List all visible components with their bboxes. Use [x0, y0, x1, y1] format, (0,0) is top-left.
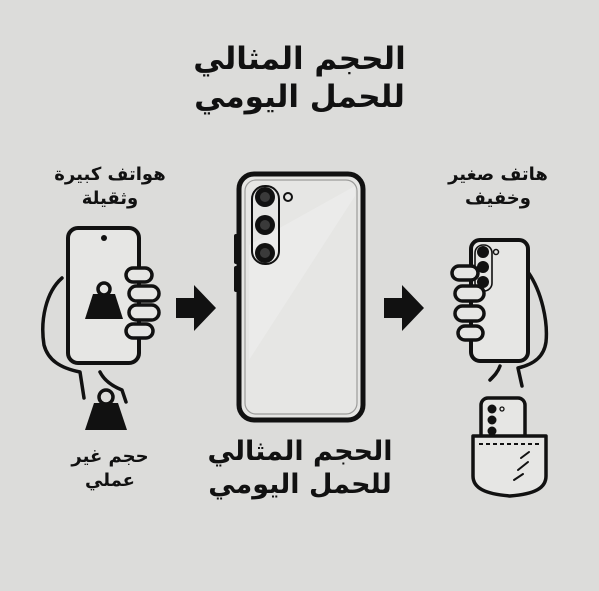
- ideal-size-label-line-1: الحجم المثالي: [207, 436, 393, 467]
- ideal-size-label-line-2: للحمل اليومي: [208, 469, 392, 500]
- main-title: الحجم المثالي للحمل اليومي: [0, 40, 599, 116]
- weight-icon-standalone: [85, 388, 127, 430]
- large-phones-label: هواتف كبيرة وثقيلة: [10, 163, 210, 211]
- arrow-right-icon-1: [176, 285, 216, 331]
- ideal-size-label: الحجم المثالي للحمل اليومي: [180, 435, 420, 501]
- smartphone-back-icon: [234, 171, 366, 423]
- small-phone-label-line-1: هاتف صغير: [448, 164, 548, 185]
- impractical-size-line-2: عملي: [85, 470, 135, 491]
- impractical-size-line-1: حجم غير: [71, 446, 149, 467]
- main-title-line-2: للحمل اليومي: [194, 79, 405, 115]
- large-phones-label-line-1: هواتف كبيرة: [54, 164, 166, 185]
- arrow-right-icon-2: [384, 285, 424, 331]
- impractical-size-caption: حجم غير عملي: [10, 445, 210, 493]
- large-phones-label-line-2: وثقيلة: [81, 188, 139, 209]
- small-phone-label-line-2: وخفيف: [465, 188, 531, 209]
- weight-icon: [85, 281, 123, 319]
- pocket-icon: [471, 396, 548, 498]
- small-phone-label: هاتف صغير وخفيف: [398, 163, 598, 211]
- main-title-line-1: الحجم المثالي: [193, 41, 406, 77]
- hand-holding-small-phone: [488, 270, 549, 388]
- fingers-left: [450, 264, 486, 342]
- fingers-right: [124, 266, 161, 340]
- hand-holding-large-phone: [41, 276, 128, 404]
- front-camera-icon: [101, 235, 107, 241]
